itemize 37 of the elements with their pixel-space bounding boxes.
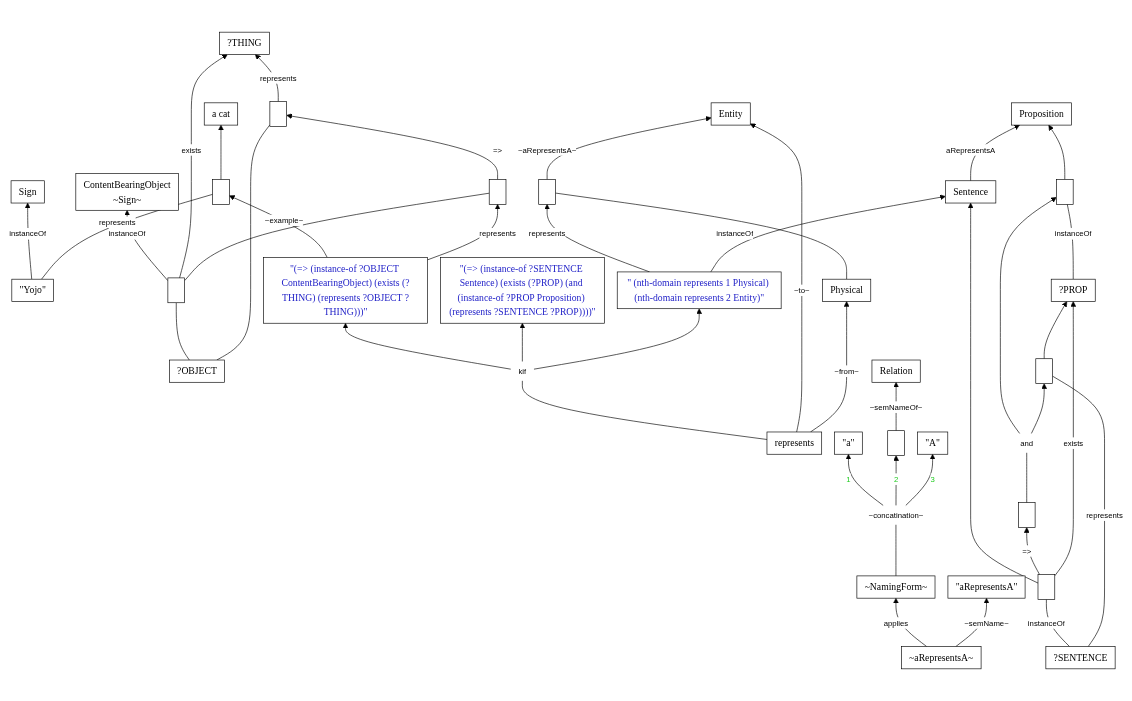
node-box: "aRepresentsA" — [947, 575, 1026, 599]
node-bar — [1056, 179, 1074, 205]
node-bar — [1037, 574, 1056, 600]
node-box: "(=> (instance-of ?OBJECT ContentBearingObject) (exists (?THING) (represents ?OBJECT ?THING)))" — [263, 257, 428, 324]
node-bar — [167, 277, 185, 304]
node-box: a cat — [203, 102, 239, 126]
node-box: Sign — [10, 180, 45, 204]
node-box: ?SENTENCE — [1045, 646, 1116, 670]
node-box: Relation — [871, 359, 921, 383]
node-box: "A" — [917, 431, 949, 455]
node-box: ?OBJECT — [169, 359, 225, 383]
connector — [555, 192, 847, 280]
node-bar — [212, 179, 230, 205]
node-box: Entity — [710, 102, 751, 126]
node-box: "Yojo" — [11, 278, 54, 302]
node-box: ContentBearingObject ~Sign~ — [75, 173, 179, 211]
node-bar — [538, 179, 556, 205]
node-bar — [269, 101, 287, 127]
connector — [184, 192, 490, 281]
node-box: Physical — [822, 278, 872, 302]
connector — [1026, 452, 1028, 503]
node-box: " (nth-domain represents 1 Physical) (nth-domain represents 2 Entity)" — [616, 271, 782, 310]
node-bar — [488, 179, 507, 205]
node-box: "(=> (instance-of ?SENTENCE Sentence) (exists (?PROP) (and (instance-of ?PROP Proposition) (represents ?SENTENCE ?PROP))))" — [440, 257, 605, 324]
node-box: Sentence — [945, 180, 997, 204]
node-box: represents — [766, 431, 823, 455]
node-bar — [1018, 502, 1036, 528]
node-box: ~NamingForm~ — [856, 575, 936, 599]
node-box: "a" — [834, 431, 863, 455]
connector — [522, 380, 768, 440]
node-box: ?THING — [219, 31, 270, 55]
connector — [1052, 375, 1105, 647]
node-box: Proposition — [1011, 102, 1072, 126]
node-bar — [1035, 358, 1053, 384]
node-box: ~aRepresentsA~ — [901, 646, 982, 670]
node-bar — [887, 430, 905, 456]
node-box: ?PROP — [1050, 278, 1096, 302]
